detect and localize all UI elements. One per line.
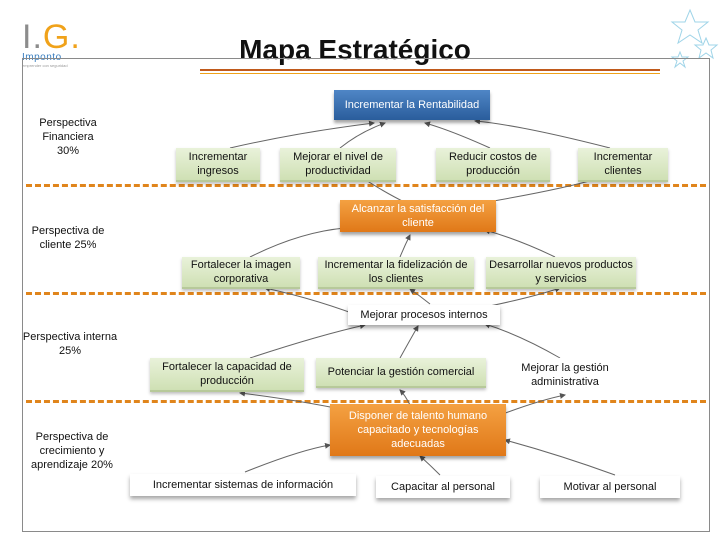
objective-improve-processes: Mejorar procesos internos — [348, 305, 500, 325]
objective-increase-profitability: Incrementar la Rentabilidad — [334, 90, 490, 120]
arrow-talento-comercial — [399, 389, 411, 406]
arrow-productividad-rentabilidad — [339, 121, 386, 149]
arrow-ingresos-rentabilidad — [229, 120, 375, 149]
arrow-sistemas-talento — [244, 442, 331, 473]
arrow-talento-administrativa — [499, 393, 566, 416]
logo-mark: I.G. — [22, 20, 92, 54]
objective-commercial-management: Potenciar la gestión comercial — [316, 358, 486, 388]
arrow-imagen-satisfaccion — [249, 225, 346, 258]
objective-information-systems: Incrementar sistemas de información — [130, 474, 356, 496]
page-title: Mapa Estratégico — [239, 34, 471, 65]
arrow-nuevos-satisfaccion — [484, 228, 556, 258]
arrow-procesos-fidelizacion — [409, 288, 431, 305]
objective-new-products: Desarrollar nuevos productos y servicios — [486, 257, 636, 289]
logo-tagline: emprender con seguridad — [22, 63, 68, 68]
company-logo: I.G. Imponto emprender con seguridad — [22, 20, 92, 72]
objective-client-satisfaction: Alcanzar la satisfacción del cliente — [340, 200, 496, 232]
perspective-client-label: Perspectiva de cliente 25% — [31, 225, 105, 251]
arrow-comercial-procesos — [399, 325, 419, 359]
arrow-costos-rentabilidad — [424, 121, 491, 149]
perspective-internal-label: Perspectiva interna 25% — [22, 331, 118, 357]
arrow-capacitar-talento — [419, 455, 441, 476]
diagram-frame — [22, 58, 710, 532]
objective-train-staff: Capacitar al personal — [376, 476, 510, 498]
objective-administrative-management: Mejorar la gestión administrativa — [500, 358, 630, 392]
decorative-stars — [670, 8, 719, 69]
arrow-capacidad-procesos — [249, 323, 366, 359]
objective-increase-income: Incrementar ingresos — [176, 148, 260, 182]
objective-reduce-costs: Reducir costos de producción — [436, 148, 550, 182]
objective-human-talent: Disponer de talento humano capacitado y … — [330, 404, 506, 456]
title-underline-accent — [200, 73, 660, 74]
objective-production-capacity: Fortalecer la capacidad de producción — [150, 358, 304, 392]
perspective-learning-label: Perspectiva de crecimiento y aprendizaje… — [31, 431, 113, 471]
objective-motivate-staff: Motivar al personal — [540, 476, 680, 498]
separator-internal-learning — [26, 400, 706, 403]
logo-mark-accent: G. — [42, 18, 81, 56]
logo-subtitle: Imponto — [22, 52, 62, 63]
arrow-fidelizacion-satisfaccion — [399, 234, 411, 258]
separator-financial-client — [26, 184, 706, 187]
arrow-administrativa-procesos — [484, 322, 561, 359]
title-underline — [200, 69, 660, 71]
arrow-clientes-rentabilidad — [474, 118, 611, 149]
logo-mark-main: I. — [22, 18, 43, 56]
objective-client-loyalty: Incrementar la fidelización de los clien… — [318, 257, 474, 289]
objective-improve-productivity: Mejorar el nivel de productividad — [280, 148, 396, 182]
perspective-financial-label: Perspectiva Financiera 30% — [39, 117, 97, 157]
objective-increase-clients: Incrementar clientes — [578, 148, 668, 182]
arrow-motivar-talento — [504, 438, 616, 476]
objective-strengthen-image: Fortalecer la imagen corporativa — [182, 257, 300, 289]
separator-client-internal — [26, 292, 706, 295]
